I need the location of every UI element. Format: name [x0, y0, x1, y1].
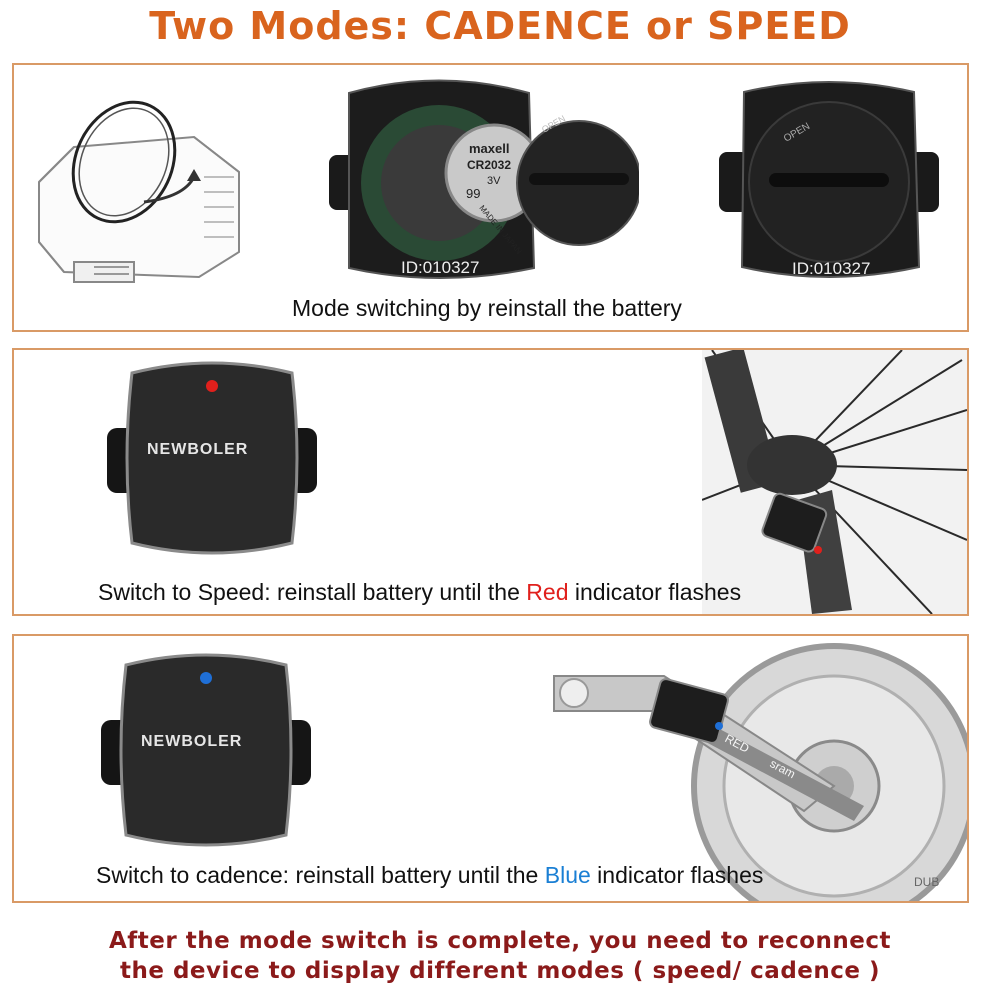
crank-label-dub: DUB: [914, 875, 939, 889]
battery-model: CR2032: [467, 158, 511, 172]
sensor-back-closed: OPEN ID:010327: [719, 81, 939, 278]
speed-mode-panel: NEWBOLER Switch to Speed: reinstall batt…: [12, 348, 969, 616]
red-indicator-light: [206, 380, 218, 392]
battery-brand: maxell: [469, 141, 509, 156]
speed-caption-red: Red: [526, 579, 569, 605]
cadence-mode-panel: NEWBOLER RED sram DUB Switch to cadence:…: [12, 634, 969, 903]
sensor-cadence-front: NEWBOLER: [101, 653, 311, 847]
sensor-id-label-2: ID:010327: [792, 259, 870, 278]
speed-caption-after: indicator flashes: [568, 579, 742, 605]
sensor-id-label: ID:010327: [401, 258, 479, 277]
battery-mode-panel: maxell CR2032 3V 99 MADE IN JAPAN OPEN I…: [12, 63, 969, 332]
cadence-caption-after: indicator flashes: [590, 862, 764, 888]
sensor-open-battery: maxell CR2032 3V 99 MADE IN JAPAN OPEN I…: [329, 79, 639, 279]
page-title: Two Modes: CADENCE or SPEED: [149, 4, 851, 48]
footer-line-1: After the mode switch is complete, you n…: [108, 928, 892, 954]
cadence-caption: Switch to cadence: reinstall battery unt…: [96, 862, 763, 889]
battery-caption: Mode switching by reinstall the battery: [292, 295, 682, 321]
red-indicator-light-mounted: [814, 546, 822, 554]
crankset-photo: RED sram DUB: [553, 643, 967, 901]
blue-indicator-light-mounted: [715, 722, 723, 730]
blue-indicator-light: [200, 672, 212, 684]
speed-caption-before: Switch to Speed: reinstall battery until…: [98, 579, 527, 605]
sensor-speed-front: NEWBOLER: [107, 361, 317, 555]
battery-voltage: 3V: [487, 175, 501, 187]
cadence-caption-blue: Blue: [544, 862, 591, 888]
wheel-hub-photo: [702, 350, 967, 614]
battery-code: 99: [466, 186, 480, 201]
brand-logo: NEWBOLER: [147, 441, 248, 458]
sensor-line-drawing: [38, 100, 240, 283]
brand-logo-2: NEWBOLER: [141, 733, 242, 750]
cadence-caption-before: Switch to cadence: reinstall battery unt…: [96, 862, 545, 888]
speed-caption: Switch to Speed: reinstall battery until…: [98, 579, 741, 606]
footer-line-2: the device to display different modes ( …: [119, 958, 881, 984]
